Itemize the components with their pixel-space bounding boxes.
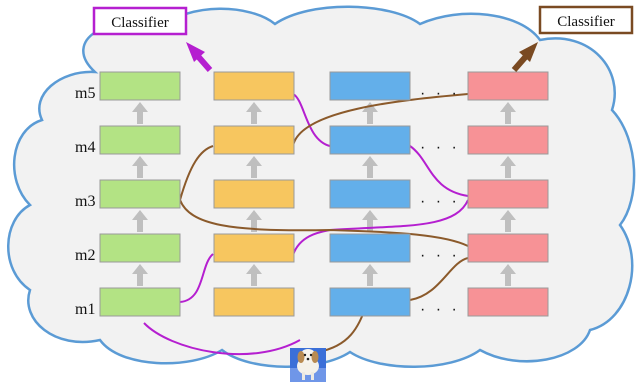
block-col2-m1 <box>213 287 295 317</box>
block-col3-m3 <box>329 179 411 209</box>
gray-arrow-col4-2 <box>500 210 516 232</box>
input-image-dog <box>290 348 326 382</box>
ellipsis-row1: · · · <box>420 301 460 318</box>
gray-arrow-col2-3 <box>246 156 262 178</box>
left-classifier: Classifier <box>92 6 188 36</box>
gray-arrows <box>132 102 516 286</box>
connection-paths <box>143 93 469 356</box>
right-classifier-box <box>538 5 634 35</box>
block-col1-m4 <box>99 125 181 155</box>
gray-arrow-col1-4 <box>132 102 148 124</box>
purple-connection-3 <box>292 199 469 256</box>
block-col3-m5 <box>329 71 411 101</box>
purple-connection-4 <box>292 93 331 147</box>
row-label-m3: m3 <box>75 193 95 210</box>
gray-arrow-col4-3 <box>500 156 516 178</box>
block-col2-m5 <box>213 71 295 101</box>
block-col4-m2 <box>467 233 549 263</box>
gray-arrow-col2-4 <box>246 102 262 124</box>
ellipsis-markers: · · · · · · · · · · · · · · · <box>420 85 460 318</box>
block-col1-m2 <box>99 233 181 263</box>
row-label-m5: m5 <box>75 85 95 102</box>
block-col2-m2 <box>213 233 295 263</box>
block-col4-m4 <box>467 125 549 155</box>
block-col1-m1 <box>99 287 181 317</box>
brown-connection-3 <box>179 199 469 247</box>
ellipsis-row4: · · · <box>420 139 460 156</box>
brown-connection-2 <box>409 257 469 301</box>
left-classifier-box <box>92 6 188 36</box>
block-col4-m3 <box>467 179 549 209</box>
block-grid <box>99 71 549 317</box>
gray-arrow-col2-1 <box>246 264 262 286</box>
ellipsis-row2: · · · <box>420 247 460 264</box>
block-col3-m1 <box>329 287 411 317</box>
purple-connection-2 <box>179 253 214 303</box>
left-classifier-label: Classifier <box>111 15 169 31</box>
right-classifier-arrow <box>511 42 538 72</box>
right-classifier: Classifier <box>538 5 634 35</box>
right-classifier-label: Classifier <box>557 14 615 30</box>
ellipsis-row5: · · · <box>420 85 460 102</box>
block-col1-m3 <box>99 179 181 209</box>
gray-arrow-col2-2 <box>246 210 262 232</box>
gray-arrow-col1-3 <box>132 156 148 178</box>
left-classifier-arrow <box>186 42 213 72</box>
gray-arrow-col3-2 <box>362 210 378 232</box>
row-label-m4: m4 <box>75 139 95 156</box>
block-col3-m4 <box>329 125 411 155</box>
row-label-m1: m1 <box>75 301 95 318</box>
ellipsis-row3: · · · <box>420 193 460 210</box>
gray-arrow-col3-1 <box>362 264 378 286</box>
purple-connection-1 <box>143 322 301 356</box>
block-col3-m2 <box>329 233 411 263</box>
brown-connection-5 <box>292 93 469 147</box>
block-col1-m5 <box>99 71 181 101</box>
gray-arrow-col3-3 <box>362 156 378 178</box>
block-col2-m3 <box>213 179 295 209</box>
brown-connection-4 <box>179 145 214 201</box>
gray-arrow-col1-1 <box>132 264 148 286</box>
purple-connection-5 <box>409 145 469 197</box>
block-col4-m1 <box>467 287 549 317</box>
row-labels: m1 m2 m3 m4 m5 <box>75 85 95 318</box>
block-col4-m5 <box>467 71 549 101</box>
gray-arrow-col1-2 <box>132 210 148 232</box>
row-label-m2: m2 <box>75 247 95 264</box>
gray-arrow-col4-1 <box>500 264 516 286</box>
gray-arrow-col4-4 <box>500 102 516 124</box>
block-col2-m4 <box>213 125 295 155</box>
